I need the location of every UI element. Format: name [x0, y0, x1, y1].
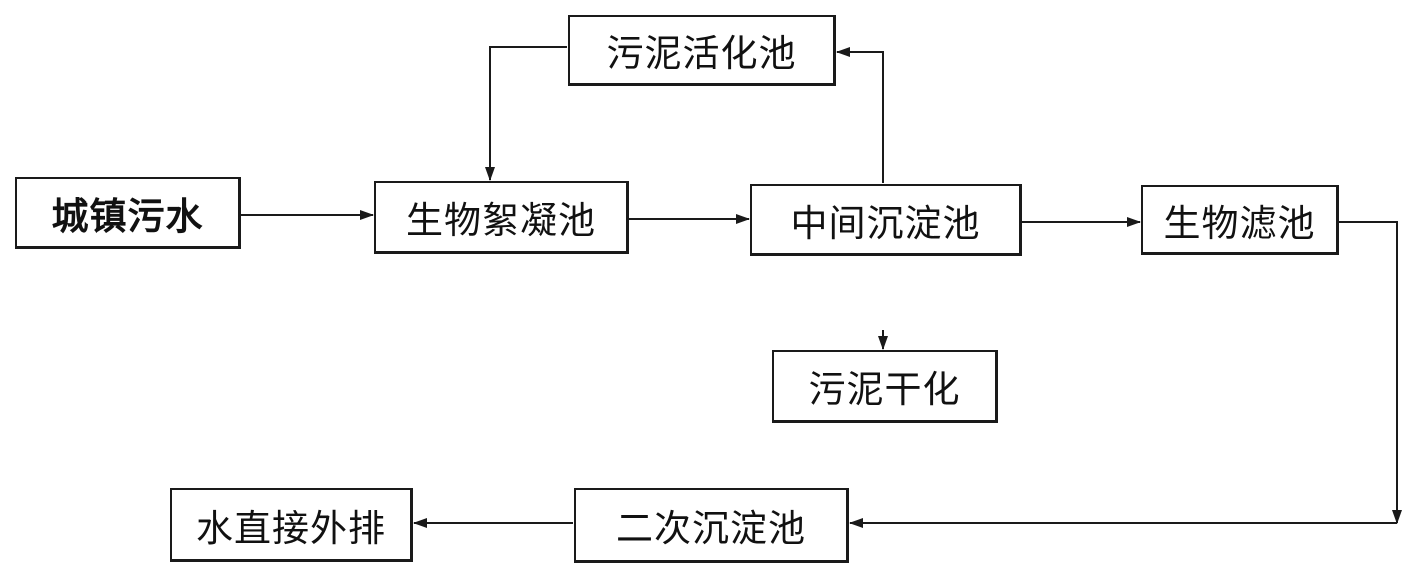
node-secondary-settling: 二次沉淀池 [574, 488, 849, 563]
node-bio-filter: 生物滤池 [1141, 185, 1339, 255]
node-intermediate-settling: 中间沉淀池 [750, 184, 1022, 256]
arrow-filter-to-secondary-line [1339, 221, 1402, 524]
node-town-sewage: 城镇污水 [15, 177, 241, 249]
node-sludge-drying: 污泥干化 [772, 350, 998, 423]
arrow-mid-settle-to-activation [836, 47, 884, 183]
node-bio-flocculation: 生物絮凝池 [374, 181, 629, 254]
arrow-activation-to-floc [485, 46, 567, 181]
node-direct-discharge: 水直接外排 [170, 488, 413, 562]
node-sludge-activation: 污泥活化池 [568, 15, 836, 86]
